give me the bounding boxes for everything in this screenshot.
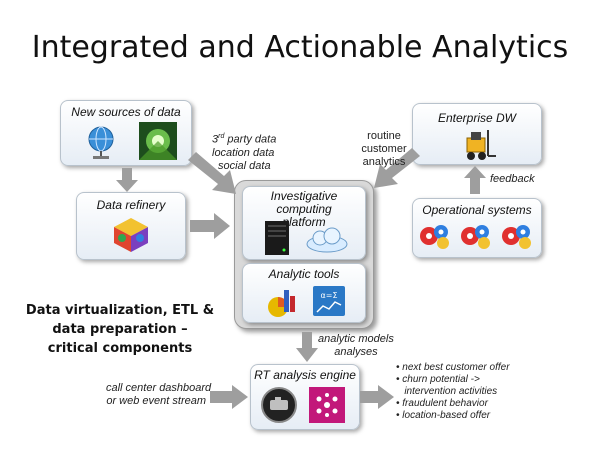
list-item: • location-based offer (396, 410, 491, 421)
data-mosaic-icon (139, 122, 177, 160)
data-refinery-label: Data refinery (96, 198, 166, 212)
forklift-icon (466, 130, 496, 160)
arrow-platform-to-enterprise-dw (374, 148, 420, 188)
arrow-refinery-to-platform (190, 213, 230, 239)
third-party-line: 3rd party data (212, 130, 276, 147)
investigative-label: Investigative computing platform (270, 189, 338, 229)
callout-text: Data virtualization, ETL & data preparat… (20, 301, 220, 358)
analytic-models-line: analytic models (318, 333, 394, 345)
callout-line1: Data virtualization, ETL & (25, 303, 215, 318)
operational-systems-box: Operational systems (412, 198, 542, 258)
cloud-icon (306, 227, 348, 253)
third-party-note: 3rd party data location data social data (212, 130, 276, 173)
third-party-pre: 3 (212, 133, 219, 146)
call-center-note: call center dashboard or web event strea… (106, 382, 212, 408)
operational-label: Operational systems (422, 203, 532, 217)
analytic-tools-label: Analytic tools (268, 267, 340, 281)
third-party-sup: rd (218, 133, 225, 140)
enterprise-dw-box: Enterprise DW (412, 103, 542, 165)
particle-icon (309, 387, 345, 423)
formula-icon: α=Σ (313, 286, 345, 316)
globe-network-icon (88, 126, 114, 159)
routine-line: routine (367, 130, 401, 142)
page-title: Integrated and Actionable Analytics (31, 30, 569, 65)
list-item: • fraudulent behavior (396, 398, 488, 409)
rt-engine-box: RT analysis engine (250, 364, 360, 430)
svg-text:α=Σ: α=Σ (320, 291, 337, 300)
arrow-stream-to-rt-engine (210, 385, 248, 409)
new-sources-box: New sources of data (60, 100, 192, 166)
rubiks-cube-icon (114, 218, 148, 252)
chart-icon (268, 290, 295, 317)
list-item: • next best customer offer (396, 362, 510, 373)
routine-note: routine customer analytics (356, 130, 412, 169)
investigative-platform-container: Investigative computing platform Analyti… (234, 180, 374, 329)
call-center-line: call center dashboard (106, 382, 212, 394)
third-party-post: party data (224, 133, 277, 146)
arrow-operational-to-dw (464, 166, 486, 194)
analytics-line: analytics (362, 156, 406, 168)
callout-line3: critical components (47, 341, 193, 356)
new-sources-label: New sources of data (71, 105, 181, 119)
list-item: intervention activities (396, 386, 498, 397)
customer-line: customer (361, 143, 407, 155)
analytic-tools-box: Analytic tools α=Σ (242, 263, 366, 323)
investigative-box: Investigative computing platform (242, 186, 366, 260)
arrow-new-sources-to-refinery (116, 168, 138, 192)
list-item: • churn potential -> (396, 374, 480, 385)
analyses-line: analyses (334, 346, 378, 358)
analytic-models-note: analytic models analyses (318, 333, 394, 359)
investigative-label-line1: Investigative computing platform (243, 190, 365, 229)
location-data-note: location data (212, 146, 275, 159)
enterprise-dw-label: Enterprise DW (437, 111, 517, 125)
feedback-note: feedback (490, 173, 535, 185)
rt-engine-label: RT analysis engine (254, 368, 356, 382)
arrow-platform-to-rt-engine (296, 332, 318, 362)
callout-line2: data preparation – (52, 322, 188, 337)
arrow-new-sources-to-platform (188, 152, 236, 194)
arrow-rt-engine-to-outputs (360, 385, 394, 409)
server-rack-icon (265, 221, 289, 255)
social-data-note: social data (218, 159, 271, 172)
outputs-list: • next best customer offer • churn poten… (396, 362, 510, 422)
engine-light-icon (261, 387, 297, 423)
data-refinery-box: Data refinery (76, 192, 186, 260)
web-event-line: or web event stream (106, 395, 206, 407)
